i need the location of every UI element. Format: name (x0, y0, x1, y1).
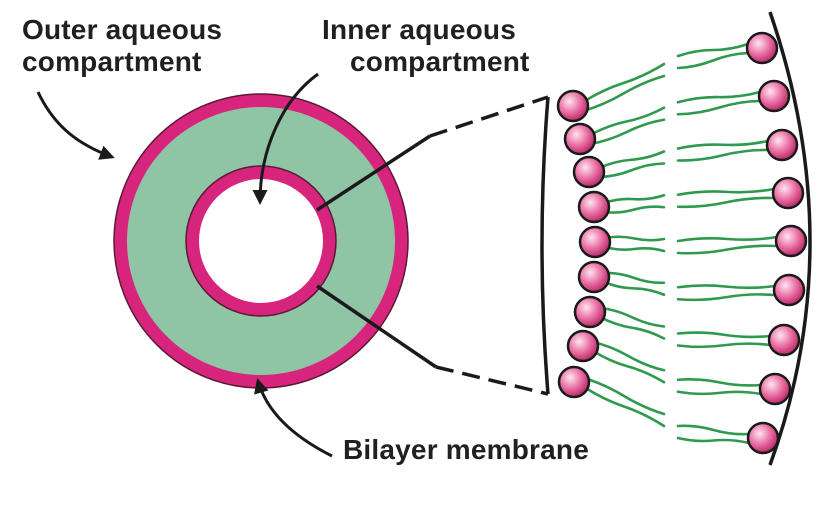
outer-leaflet-head (772, 273, 806, 307)
vesicle-cross-section-icon (113, 93, 409, 389)
outer-leaflet-head (758, 372, 792, 406)
inner-aqueous-compartment (199, 179, 323, 303)
inner-compartment-label: Inner aqueous compartment (322, 14, 530, 78)
outer-lipid-tail (676, 148, 770, 162)
zoom-callout-lines (316, 95, 549, 396)
outer-label-line1: Outer aqueous (22, 14, 223, 45)
outer-lipid-tail (676, 42, 750, 58)
outer-leaflet-head (746, 421, 780, 455)
inner-lipid-tail (582, 385, 666, 428)
outer-leaflet-head (767, 323, 801, 357)
outer-lipid-tail (676, 331, 772, 339)
inner-lipid-tail (582, 376, 666, 416)
outer-lipid-tail (676, 293, 777, 302)
outer-lipid-tail (676, 436, 751, 445)
outer-leaflet-head (774, 224, 808, 258)
bilayer-arrow (254, 378, 333, 458)
outer-leaflet-head (757, 79, 791, 113)
inner-arrow (252, 72, 319, 205)
outer-lipid-tail (676, 244, 779, 255)
outer-lipid-tail (676, 377, 763, 387)
outer-arrow (36, 91, 115, 160)
outer-lipid-tail (676, 196, 776, 209)
inner-lipid-tail (588, 106, 666, 137)
outer-lipid-tail (676, 187, 776, 197)
inner-lipid-tail (597, 162, 666, 179)
label-arrows (36, 72, 333, 458)
bilayer-detail-view (540, 11, 812, 466)
outer-lipid-tail (676, 284, 777, 290)
zoom-line-bottom (316, 284, 437, 369)
inner-leaflet-head (556, 89, 590, 123)
outer-lipid-tail (676, 235, 779, 243)
inner-lipid-tail (581, 74, 666, 113)
outer-lipid-tail (676, 90, 762, 104)
inner-lipid-tail (588, 118, 666, 146)
zoom-line-bottom-dashed (435, 365, 549, 396)
inner-lipid-tail (602, 271, 666, 285)
inner-lipid-tail (597, 150, 666, 170)
inner-leaflet-head (578, 225, 612, 259)
outer-leaflet-head (771, 176, 805, 210)
inner-lipid-tail (591, 340, 666, 372)
outer-lipid-tail (676, 139, 770, 150)
inner-lipid-tail (602, 280, 666, 297)
inner-lipid-tail (602, 193, 666, 205)
outer-leaflet-head (745, 31, 779, 65)
outer-lipid-tail (676, 99, 762, 116)
inner-leaflet-head (572, 155, 606, 189)
inner-leaflet-head (566, 329, 600, 363)
inner-leaflet-head (557, 365, 591, 399)
inner-lipid-tail (602, 205, 666, 214)
inner-lipid-tail (591, 349, 666, 384)
lipid-tails (581, 42, 779, 445)
outer-label-line2: compartment (22, 46, 202, 77)
inner-lipid-tail (598, 315, 666, 340)
inner-leaflet-head (577, 190, 611, 224)
zoom-line-top-dashed (429, 95, 549, 138)
outer-lipid-tail (676, 390, 763, 396)
outer-compartment-label: Outer aqueous compartment (22, 14, 222, 78)
zoom-line-top (316, 134, 431, 212)
inner-lipid-tail (598, 306, 666, 328)
inner-lipid-tail (603, 245, 666, 253)
inner-label-line1: Inner aqueous (322, 14, 516, 45)
inner-label-line2: compartment (350, 46, 530, 77)
inner-leaflet-head (563, 122, 597, 156)
outer-leaflet-head (765, 128, 799, 162)
inner-lipid-tail (581, 62, 666, 104)
outer-lipid-tail (676, 51, 750, 70)
outer-lipid-tail (676, 342, 772, 349)
inner-lipid-tail (603, 235, 666, 242)
bilayer-membrane-label: Bilayer membrane (343, 434, 589, 465)
inner-leaflet-head (573, 295, 607, 329)
outer-arc-boundary (768, 11, 812, 466)
inner-arc-boundary (540, 96, 550, 395)
inner-leaflet-head (577, 260, 611, 294)
outer-lipid-tail (676, 424, 751, 436)
